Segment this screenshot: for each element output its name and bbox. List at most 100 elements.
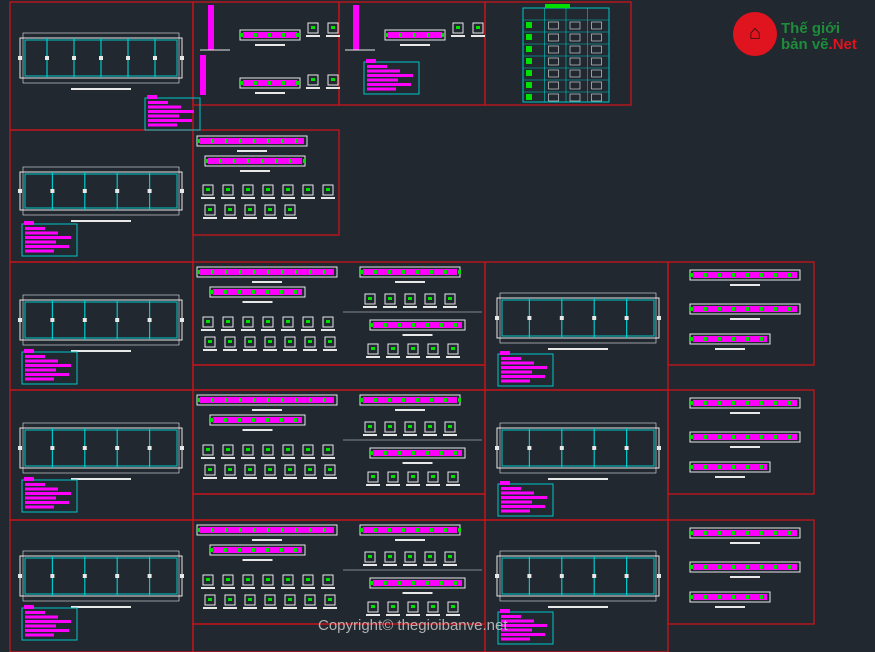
logo-text-main: bản vẽ (781, 36, 829, 53)
footing-detail-mark (326, 448, 330, 451)
table-cell-mark (526, 34, 532, 40)
beam-detail-stirrup (239, 270, 242, 274)
footing-detail (324, 464, 336, 476)
beam-detail-stirrup (238, 290, 241, 294)
beam-detail-rebar (363, 397, 457, 403)
footing-detail (264, 204, 276, 216)
footing-detail-base (323, 477, 337, 479)
footing-detail-mark (371, 475, 375, 478)
footing-detail-mark (206, 448, 210, 451)
footing-detail-base (306, 35, 320, 37)
sheet-legend-line (25, 487, 58, 491)
beam-detail-stirrup (211, 398, 214, 402)
beam-detail-stirrup (252, 418, 255, 422)
beam-detail-label (395, 409, 425, 411)
beam-detail-stirrup (458, 398, 461, 402)
beam-detail-stirrup (440, 323, 443, 327)
footing-detail-base (383, 564, 397, 566)
sheet-legend-line (367, 87, 396, 91)
floor-plan-5-dim (22, 550, 180, 602)
elevation-strip-stirrup (718, 565, 721, 569)
elevation-strip-stirrup (746, 435, 749, 439)
footing-detail-mark (388, 555, 392, 558)
floor-plan-3-column (50, 318, 55, 322)
sheet-legend-line (367, 69, 400, 73)
footing-detail-base (423, 434, 437, 436)
footing-detail-base (243, 349, 257, 351)
elevation-strip-label (730, 318, 760, 320)
beam-detail-stirrup (210, 418, 213, 422)
beam-detail-stirrup (247, 159, 250, 163)
sheet-frame (9, 519, 194, 652)
table-cell-detail (548, 57, 559, 66)
beam-detail-label (395, 539, 425, 541)
elevation-strip-stirrup (774, 565, 777, 569)
sheet-legend (21, 607, 78, 641)
footing-detail-mark (208, 340, 212, 343)
elevation-strip-label (730, 412, 760, 414)
floor-plan-5-title (71, 606, 131, 608)
footing-detail-base (201, 587, 215, 589)
footing-detail (244, 336, 256, 348)
footing-detail-mark (431, 605, 435, 608)
beam-detail-label (252, 281, 282, 283)
beam-detail-stirrup (295, 398, 298, 402)
sheet-legend-line (501, 496, 547, 499)
footing-detail-base (241, 587, 255, 589)
sheet-legend (497, 353, 554, 387)
beam-detail-stirrup (360, 398, 363, 402)
elevation-strip-rebar (693, 336, 767, 342)
floor-plan-5-walls (24, 557, 178, 595)
sheet-legend-line (25, 373, 69, 376)
beam-detail-rebar (363, 527, 457, 533)
beam-detail-stirrup (323, 398, 326, 402)
elevation-strip-stirrup (774, 273, 777, 277)
floor-plan-3-dim (22, 294, 180, 346)
footing-detail-mark (451, 475, 455, 478)
footing-detail (444, 551, 456, 563)
beam-detail-stirrup (225, 139, 228, 143)
beam-detail-stirrup (388, 398, 391, 402)
elevation-strip-stirrup (788, 307, 791, 311)
beam-detail-stirrup (323, 528, 326, 532)
footing-detail-base (201, 457, 215, 459)
footing-detail-base (243, 477, 257, 479)
elevation-strip-rebar (693, 400, 797, 406)
beam-detail-stirrup (416, 528, 419, 532)
footing-detail-mark (391, 605, 395, 608)
beam-detail-stirrup (238, 418, 241, 422)
footing-detail (384, 421, 396, 433)
sheet-legend-line (25, 368, 56, 372)
footing-detail-mark (266, 448, 270, 451)
footing-detail-base (263, 477, 277, 479)
footing-detail-mark (428, 555, 432, 558)
beam-detail-stirrup (282, 81, 285, 85)
footing-detail-mark (328, 598, 332, 601)
footing-detail-base (406, 356, 420, 358)
footing-detail-base (223, 217, 237, 219)
structure-plan-3-column (657, 574, 661, 578)
beam-detail-label (400, 44, 430, 46)
floor-plan-5-column (82, 574, 87, 578)
elevation-strip-stirrup (774, 401, 777, 405)
beam-detail-stirrup (225, 528, 228, 532)
elevation-strip-stirrup (718, 307, 721, 311)
footing-detail-mark (311, 26, 315, 29)
footing-detail-mark (371, 347, 375, 350)
footing-detail-mark (371, 605, 375, 608)
floor-plan-3-column (82, 318, 87, 322)
beam-detail-stirrup (294, 290, 297, 294)
beam-detail-stirrup (261, 159, 264, 163)
footing-detail (322, 444, 334, 456)
sheet-legend-line (25, 492, 71, 495)
beam-detail-stirrup (266, 548, 269, 552)
elevation-strip-rebar (693, 272, 797, 278)
footing-detail-mark (268, 208, 272, 211)
floor-plan-4 (19, 427, 183, 469)
footing-detail-mark (206, 578, 210, 581)
beam-detail-stirrup (295, 528, 298, 532)
footing-detail-mark (448, 297, 452, 300)
elevation-strip-stirrup (732, 273, 735, 277)
